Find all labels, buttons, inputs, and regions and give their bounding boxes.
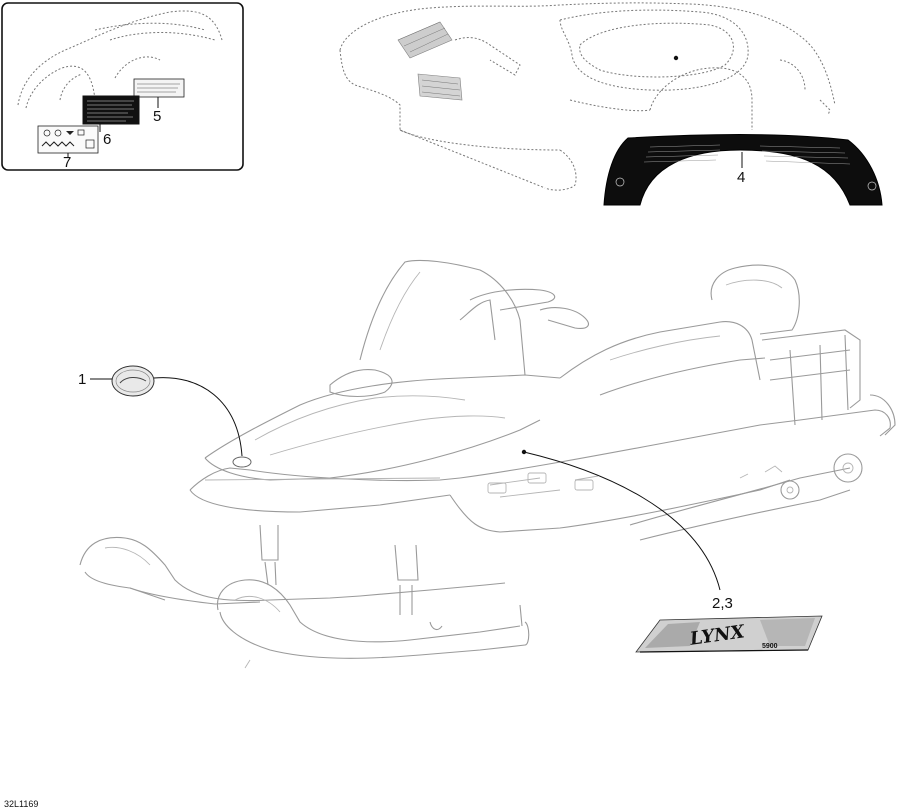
decal-4-locator bbox=[673, 55, 679, 61]
decal-1-locator bbox=[232, 456, 252, 468]
decal-lynx: LYNX 5900 bbox=[635, 615, 823, 653]
hood-grille-right bbox=[417, 73, 463, 101]
decal-4 bbox=[603, 134, 883, 206]
inset-panel: 5 6 7 bbox=[1, 2, 244, 171]
decal-6 bbox=[82, 95, 140, 125]
decal-1 bbox=[111, 365, 155, 397]
hood-grille-left bbox=[397, 21, 453, 59]
callout-7: 7 bbox=[63, 154, 71, 171]
drawing-code: 32L1169 bbox=[4, 799, 38, 809]
callout-2-3: 2,3 bbox=[712, 595, 733, 612]
lynx-logo-subtext: 5900 bbox=[762, 643, 778, 650]
callout-5: 5 bbox=[153, 108, 161, 125]
leader-2-3 bbox=[523, 451, 721, 591]
callout-4: 4 bbox=[737, 169, 745, 186]
decal-5 bbox=[133, 78, 185, 98]
hood-console-outline bbox=[339, 2, 836, 191]
leader-1b bbox=[153, 377, 243, 457]
decal-7 bbox=[37, 125, 99, 154]
callout-1: 1 bbox=[78, 371, 86, 388]
inset-seat-outline bbox=[17, 10, 223, 109]
snowmobile-outline bbox=[79, 259, 896, 669]
callout-6: 6 bbox=[103, 131, 111, 148]
